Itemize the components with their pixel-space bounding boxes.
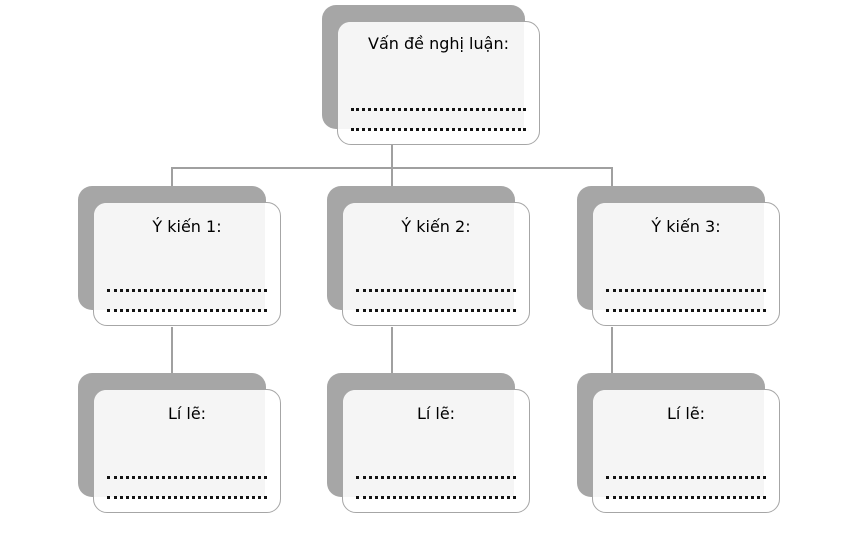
blank-lines (592, 272, 780, 326)
connector-bus-to-idea-2 (391, 167, 393, 189)
connector-idea-2-to-reason-2 (391, 327, 393, 373)
blank-lines (342, 459, 530, 513)
blank-line (356, 496, 516, 499)
blank-line (606, 496, 766, 499)
card-fill (343, 203, 514, 310)
card-fill (343, 390, 514, 497)
card-content: Lí lẽ: (342, 389, 530, 513)
blank-lines (93, 459, 281, 513)
node-title: Lí lẽ: (167, 404, 207, 423)
node-title: Ý kiến 3: (651, 217, 721, 236)
card-content: Ý kiến 3: (592, 202, 780, 326)
blank-lines (337, 91, 540, 145)
node-title: Lí lẽ: (666, 404, 706, 423)
card-content: Lí lẽ: (93, 389, 281, 513)
card-content: Lí lẽ: (592, 389, 780, 513)
node-title: Lí lẽ: (416, 404, 456, 423)
connector-bus-to-idea-3 (611, 167, 613, 189)
blank-line (107, 476, 267, 479)
blank-line (107, 496, 267, 499)
blank-line (356, 476, 516, 479)
node-title: Ý kiến 2: (401, 217, 471, 236)
card-fill (94, 203, 265, 310)
connector-bus-to-idea-1 (171, 167, 173, 189)
card-fill (593, 203, 764, 310)
blank-line (606, 476, 766, 479)
card-fill (593, 390, 764, 497)
blank-line (351, 108, 526, 111)
connector-idea-1-to-reason-1 (171, 327, 173, 373)
card-fill (338, 22, 524, 129)
blank-line (351, 128, 526, 131)
blank-lines (342, 272, 530, 326)
blank-line (606, 309, 766, 312)
connector-root-down (391, 145, 393, 169)
blank-line (606, 289, 766, 292)
connector-idea-3-to-reason-3 (611, 327, 613, 373)
card-content: Ý kiến 1: (93, 202, 281, 326)
blank-line (107, 289, 267, 292)
blank-line (107, 309, 267, 312)
blank-lines (592, 459, 780, 513)
blank-lines (93, 272, 281, 326)
node-title: Ý kiến 1: (152, 217, 222, 236)
card-content: Ý kiến 2: (342, 202, 530, 326)
card-fill (94, 390, 265, 497)
card-content: Vấn đề nghị luận: (337, 21, 540, 145)
blank-line (356, 309, 516, 312)
blank-line (356, 289, 516, 292)
node-title: Vấn đề nghị luận: (368, 34, 509, 53)
